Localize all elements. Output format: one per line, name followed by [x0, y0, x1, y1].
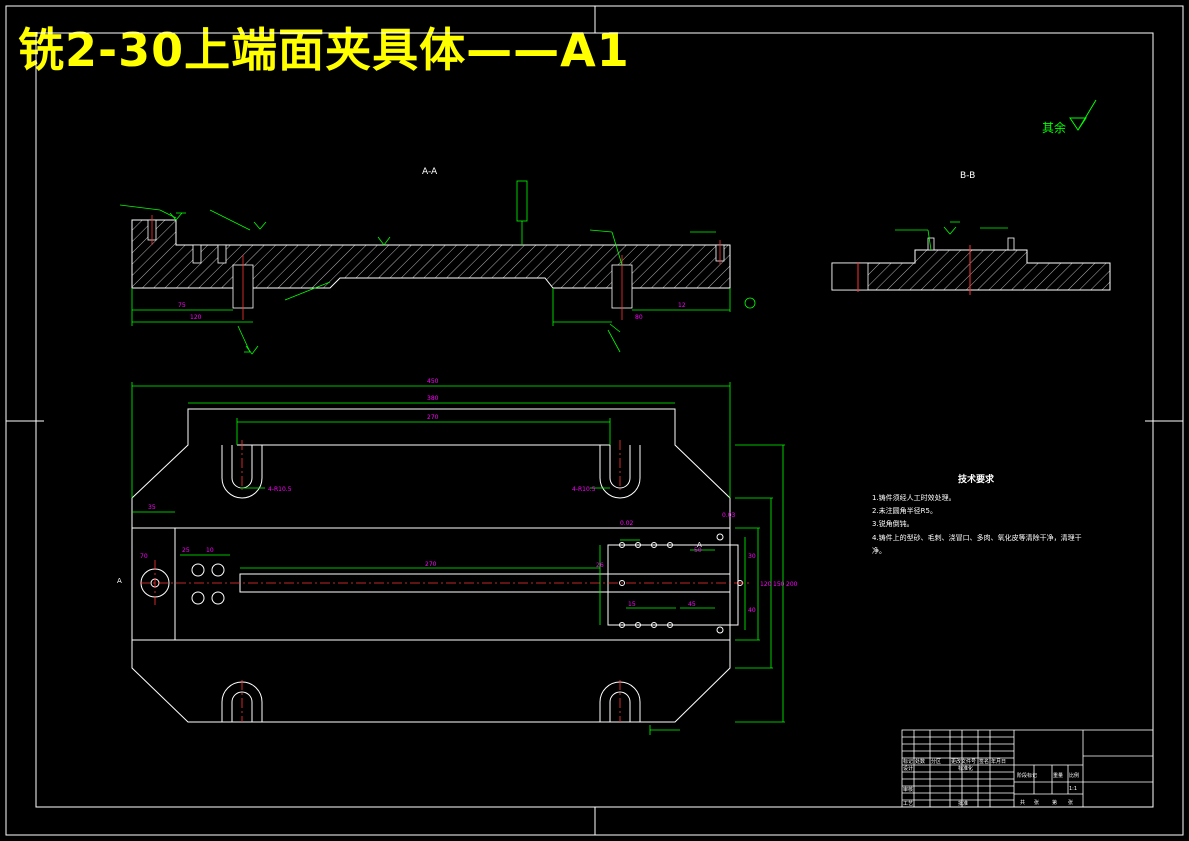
title-block: [901, 729, 1154, 808]
tb-label-total: 共: [1020, 799, 1025, 806]
tech-req-item-1: 1.铸件须经人工时效处理。: [872, 493, 956, 502]
drawing-title: 铣2-30上端面夹具体——A1: [18, 23, 630, 77]
dim-inner-length-2: 270: [427, 414, 439, 421]
surface-note-text: 其余: [1042, 120, 1066, 135]
title-block-text: 标记 处数 分区 更改文件号 签名 年月日 设计 标准化 审核 工艺 批准 阶段…: [903, 758, 1079, 807]
tech-req-heading: 技术要求: [958, 473, 995, 485]
tech-req-item-3: 3.锐角倒钝。: [872, 519, 914, 528]
tb-label-zone: 分区: [931, 758, 941, 765]
dim-slot-left: 4-R10.5: [268, 486, 292, 493]
dim-left-offset: 35: [148, 504, 156, 511]
dim-r-200: 200: [786, 581, 798, 588]
dim-inner-length-1: 380: [427, 395, 439, 402]
dim-section-left-2: 120: [190, 314, 202, 321]
tb-label-review: 审核: [903, 786, 913, 793]
dim-h-50: 50: [694, 547, 702, 554]
dim-v-30: 30: [748, 553, 756, 560]
tb-label-change: 更改文件号: [951, 758, 976, 765]
dim-h-45: 45: [688, 601, 696, 608]
tech-req-item-4: 4.铸件上的型砂、毛刺、浇冒口、多肉、氧化皮等清除干净，清理干: [872, 533, 1082, 542]
dim-h-15: 15: [628, 601, 636, 608]
tb-label-sheets: 张: [1034, 799, 1039, 806]
dim-r-150: 150: [773, 581, 785, 588]
tb-scale-value: 1:1: [1069, 786, 1077, 792]
technical-requirements: 技术要求 1.铸件须经人工时效处理。 2.未注圆角半径R5。 3.锐角倒钝。 4…: [872, 473, 1082, 555]
view-marker-right: A: [697, 541, 702, 549]
section-b-label: B-B: [960, 171, 975, 181]
dim-section-left-1: 75: [178, 302, 186, 309]
tb-label-sign: 签名: [979, 758, 989, 765]
dim-r-120: 120: [760, 581, 772, 588]
tb-label-weight: 重量: [1053, 772, 1063, 779]
centerlines: [140, 440, 750, 722]
dim-r-26: 26: [596, 562, 604, 569]
surface-finish-note: 其余: [1042, 99, 1097, 135]
tb-label-date: 年月日: [991, 758, 1006, 765]
section-a-label: A-A: [422, 167, 438, 177]
dim-v-40: 40: [748, 607, 756, 614]
dim-overall-length: 450: [427, 378, 439, 385]
tb-label-design: 设计: [903, 765, 913, 772]
dim-main-centerline: 270: [425, 561, 437, 568]
tb-label-standard: 标准化: [958, 765, 973, 772]
dim-section-right-2: 12: [678, 302, 686, 309]
view-marker-left: A: [117, 577, 122, 585]
tb-label-mark: 标记: [903, 758, 913, 765]
tb-label-sheet: 张: [1068, 799, 1073, 806]
plan-dimension-texts: 450 380 270 4-R10.5 4-R10.5 35 270 70 0.…: [140, 378, 798, 614]
tb-label-approve: 批准: [958, 800, 968, 807]
dim-section-right-1: 80: [635, 314, 643, 321]
tb-label-stage: 阶段标记: [1017, 772, 1037, 779]
tb-label-process: 工艺: [903, 801, 913, 807]
section-view-b: [831, 221, 1111, 295]
tb-label-sheet-no: 第: [1052, 799, 1057, 806]
plan-view: [131, 408, 743, 723]
dim-h-10: 10: [206, 547, 214, 554]
tech-req-item-5: 净。: [872, 546, 886, 555]
drawing-border: [5, 5, 1184, 836]
dim-tol-1: 0.02: [620, 520, 634, 527]
dim-h-25: 25: [182, 547, 190, 554]
section-view-a: 75 120 80 12: [119, 180, 756, 355]
dim-slot-right: 4-R10.5: [572, 486, 596, 493]
tb-label-count: 处数: [915, 758, 925, 765]
dim-left-pos: 70: [140, 553, 148, 560]
tech-req-item-2: 2.未注圆角半径R5。: [872, 506, 937, 515]
tb-label-scale: 比例: [1069, 772, 1079, 779]
dim-tol-2: 0.03: [722, 512, 736, 519]
plan-dimensions: [131, 382, 785, 735]
